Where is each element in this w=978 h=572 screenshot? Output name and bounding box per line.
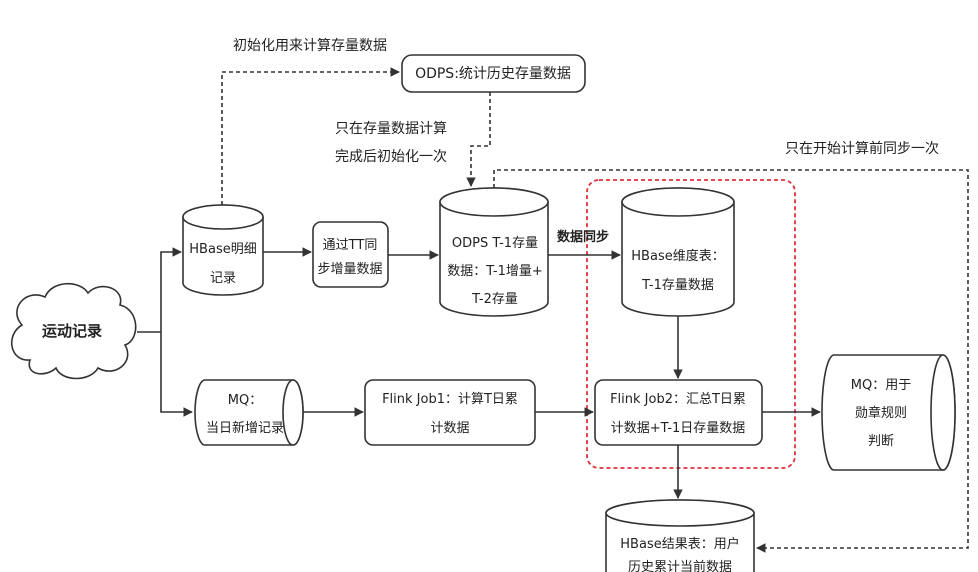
odps-history-label: ODPS:统计历史存量数据 — [415, 66, 571, 82]
edge-odps-history-to-odps-t1 — [466, 92, 491, 187]
cylinder-end — [282, 379, 304, 446]
sport-record-label: 运动记录 — [42, 322, 102, 340]
odps-t1-line1: ODPS T-1存量 — [452, 236, 538, 251]
cylinder-top — [605, 499, 755, 527]
edge-hbase-detail-to-odps-history — [221, 67, 400, 205]
odps-t1-cylinder: ODPS T-1存量 数据：T-1增量+ T-2存量 — [439, 187, 549, 317]
hbase-detail-line2: 记录 — [210, 271, 236, 286]
box-shape — [364, 379, 536, 446]
label-init-for-stock: 初始化用来计算存量数据 — [233, 37, 387, 54]
mq-today-cylinder: MQ： 当日新增记录 — [194, 379, 304, 446]
flink-job1-box: Flink Job1：计算T日累 计数据 — [364, 379, 536, 446]
box-shape — [401, 54, 586, 93]
hbase-dim-line1: HBase维度表： — [631, 248, 724, 264]
edge-odps-t1-to-hbase-result — [493, 169, 969, 553]
box-shape — [594, 379, 763, 446]
hbase-detail-cylinder: HBase明细 记录 — [182, 204, 264, 296]
edge-cloud-to-hbase-detail — [160, 247, 182, 332]
highlight-frame — [586, 179, 796, 469]
mq-medal-line3: 判断 — [868, 434, 894, 449]
odps-t1-line3: T-2存量 — [471, 292, 518, 307]
flink-job1-line2: 计数据 — [430, 421, 469, 436]
label-sync-before-start: 只在开始计算前同步一次 — [785, 140, 939, 157]
odps-history-box: ODPS:统计历史存量数据 — [401, 54, 586, 93]
hbase-result-line2: 历史累计当前数据 — [628, 559, 732, 572]
flink-job2-box: Flink Job2：汇总T日累 计数据+T-1日存量数据 — [594, 379, 763, 446]
flink-job2-line2: 计数据+T-1日存量数据 — [611, 421, 746, 436]
mq-today-line1: MQ： — [228, 393, 262, 408]
hbase-result-cylinder: HBase结果表：用户 历史累计当前数据 — [605, 499, 755, 572]
cloud-shape — [10, 282, 137, 380]
mq-medal-line1: MQ：用于 — [851, 378, 911, 393]
mq-medal-line2: 勋章规则 — [855, 405, 907, 421]
mq-medal-cylinder: MQ：用于 勋章规则 判断 — [821, 354, 956, 471]
mq-today-line2: 当日新增记录 — [206, 420, 284, 436]
label-init-once-line2: 完成后初始化一次 — [335, 148, 447, 165]
tt-sync-line1: 通过TT同 — [323, 238, 378, 253]
hbase-dim-cylinder: HBase维度表： T-1存量数据 — [621, 187, 735, 317]
flink-job1-line1: Flink Job1：计算T日累 — [382, 392, 518, 407]
dashed-edges — [221, 67, 969, 553]
odps-t1-line2: 数据：T-1增量+ — [447, 264, 543, 279]
hbase-dim-line2: T-1存量数据 — [641, 278, 714, 293]
cylinder-end — [930, 354, 956, 471]
cylinder-top — [439, 187, 549, 217]
label-init-once-line1: 只在存量数据计算 — [335, 121, 447, 137]
edge-cloud-to-mq-today — [160, 332, 193, 417]
box-shape — [312, 221, 389, 288]
sport-record-cloud: 运动记录 — [10, 282, 137, 380]
cylinder-top — [182, 204, 264, 230]
tt-sync-box: 通过TT同 步增量数据 — [312, 221, 389, 288]
cylinder-top — [621, 187, 735, 217]
label-data-sync: 数据同步 — [557, 229, 609, 245]
solid-edges — [137, 247, 821, 499]
tt-sync-line2: 步增量数据 — [317, 262, 382, 277]
hbase-result-line1: HBase结果表：用户 — [620, 536, 739, 552]
hbase-detail-line1: HBase明细 — [189, 242, 256, 257]
flink-job2-line1: Flink Job2：汇总T日累 — [610, 392, 746, 407]
